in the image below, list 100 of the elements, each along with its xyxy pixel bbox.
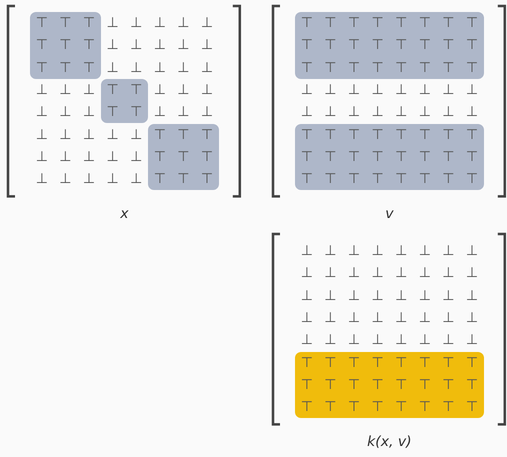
- matrix-entry: ⊥: [442, 244, 454, 258]
- matrix-entry: ⊤: [372, 150, 384, 164]
- matrix-entry: ⊤: [154, 128, 166, 142]
- matrix-entry: ⊤: [372, 356, 384, 370]
- matrix-entry: ⊥: [82, 128, 96, 142]
- matrix-entry: ⊥: [395, 311, 408, 326]
- matrix-entry: ⊤: [36, 38, 48, 52]
- matrix-entry: ⊥: [106, 60, 119, 75]
- matrix-entry: ⊤: [324, 128, 336, 142]
- matrix-entry: ⊤: [466, 172, 478, 186]
- matrix-entry: ⊥: [154, 83, 166, 98]
- matrix-entry: ⊥: [372, 288, 384, 303]
- matrix-entry: ⊤: [348, 150, 360, 164]
- matrix-entry: ⊤: [418, 172, 431, 186]
- matrix-entry: ⊥: [36, 128, 48, 142]
- matrix-entry: ⊥: [324, 266, 336, 280]
- matrix-entry: ⊥: [177, 38, 190, 52]
- matrix-entry: ⊤: [106, 105, 119, 120]
- matrix-entry: ⊤: [372, 60, 384, 75]
- matrix-entry: ⊤: [348, 128, 360, 142]
- matrix-entry: ⊥: [348, 244, 360, 258]
- matrix-entry: ⊤: [395, 356, 408, 370]
- matrix-entry: ⊥: [82, 150, 96, 164]
- matrix-entry: ⊥: [200, 83, 214, 98]
- matrix-entry: ⊥: [324, 83, 336, 98]
- matrix-entry: ⊤: [177, 150, 190, 164]
- matrix-entry: ⊥: [348, 288, 360, 303]
- matrix-entry: ⊤: [300, 172, 313, 186]
- matrix-entry: ⊥: [395, 244, 408, 258]
- matrix-entry: ⊥: [466, 244, 478, 258]
- matrix-entry: ⊤: [324, 150, 336, 164]
- matrix-entry: ⊤: [372, 38, 384, 52]
- matrix-entry: ⊥: [59, 150, 72, 164]
- matrix-entry: ⊥: [106, 16, 119, 30]
- matrix-entry: ⊤: [36, 16, 48, 30]
- matrix-entry: ⊥: [466, 311, 478, 326]
- matrix-entry: ⊥: [418, 288, 431, 303]
- matrix-entry: ⊥: [36, 105, 48, 120]
- matrix-entry: ⊥: [177, 105, 190, 120]
- matrix-entry: ⊤: [324, 16, 336, 30]
- matrix-entry: ⊤: [130, 83, 142, 98]
- matrix-entry: ⊥: [466, 105, 478, 120]
- matrix-entry: ⊥: [300, 333, 313, 348]
- matrix-entry: ⊥: [348, 333, 360, 348]
- matrix-entry: ⊥: [130, 172, 142, 186]
- matrix-entry: ⊥: [130, 60, 142, 75]
- matrix-entry: ⊥: [418, 244, 431, 258]
- matrix-entry: ⊥: [154, 105, 166, 120]
- matrix-entry: ⊥: [324, 333, 336, 348]
- matrix-entry: ⊤: [300, 128, 313, 142]
- matrix-entry: ⊥: [130, 16, 142, 30]
- matrix-entry: ⊤: [200, 150, 214, 164]
- matrix-entry: ⊤: [395, 150, 408, 164]
- matrix-entry: ⊤: [442, 60, 454, 75]
- matrix-entry: ⊥: [466, 288, 478, 303]
- matrix-entry: ⊥: [466, 83, 478, 98]
- matrix-entry: ⊤: [300, 150, 313, 164]
- matrix-entry: ⊤: [348, 16, 360, 30]
- matrix-entry: ⊤: [418, 150, 431, 164]
- matrix-entry: ⊤: [395, 38, 408, 52]
- matrix-entry: ⊤: [82, 38, 96, 52]
- matrix-entry: ⊥: [395, 83, 408, 98]
- matrix-entry: ⊥: [466, 266, 478, 280]
- matrix-entry: ⊥: [130, 150, 142, 164]
- matrix-entry: ⊥: [106, 38, 119, 52]
- matrix-entry: ⊤: [300, 38, 313, 52]
- matrix-entry: ⊤: [442, 150, 454, 164]
- matrix-entry: ⊥: [59, 172, 72, 186]
- matrix-entry: ⊤: [300, 400, 313, 414]
- matrix-entry: ⊥: [300, 311, 313, 326]
- matrix-entry: ⊥: [36, 150, 48, 164]
- matrix-entry: ⊥: [395, 105, 408, 120]
- matrix-entry: ⊤: [372, 128, 384, 142]
- matrix-entry: ⊤: [130, 105, 142, 120]
- matrix-entry: ⊤: [466, 356, 478, 370]
- matrix-entry: ⊥: [418, 311, 431, 326]
- matrix-entry: ⊥: [324, 105, 336, 120]
- matrix-entry: ⊥: [130, 128, 142, 142]
- matrix-entry: ⊤: [466, 150, 478, 164]
- matrix-entry: ⊤: [466, 378, 478, 392]
- matrix-entry: ⊥: [442, 83, 454, 98]
- matrix-entry: ⊥: [395, 266, 408, 280]
- matrix-entry: ⊤: [442, 356, 454, 370]
- matrix-entry: ⊥: [106, 172, 119, 186]
- matrix-entry: ⊥: [300, 83, 313, 98]
- matrix-entry: ⊤: [372, 16, 384, 30]
- matrix-entry: ⊤: [395, 16, 408, 30]
- matrix-entry: ⊤: [395, 60, 408, 75]
- matrix-entry: ⊤: [418, 378, 431, 392]
- matrix-entry: ⊤: [348, 378, 360, 392]
- matrix-entry: ⊥: [200, 16, 214, 30]
- matrix-entry: ⊤: [418, 400, 431, 414]
- matrix-entry: ⊥: [200, 105, 214, 120]
- matrix-entry: ⊥: [324, 288, 336, 303]
- matrix-entry: ⊥: [82, 83, 96, 98]
- matrix-entry: ⊥: [372, 266, 384, 280]
- matrix-entry: ⊤: [106, 83, 119, 98]
- matrix-entry: ⊤: [395, 172, 408, 186]
- matrix-entry: ⊤: [466, 38, 478, 52]
- matrix-entry: ⊥: [59, 128, 72, 142]
